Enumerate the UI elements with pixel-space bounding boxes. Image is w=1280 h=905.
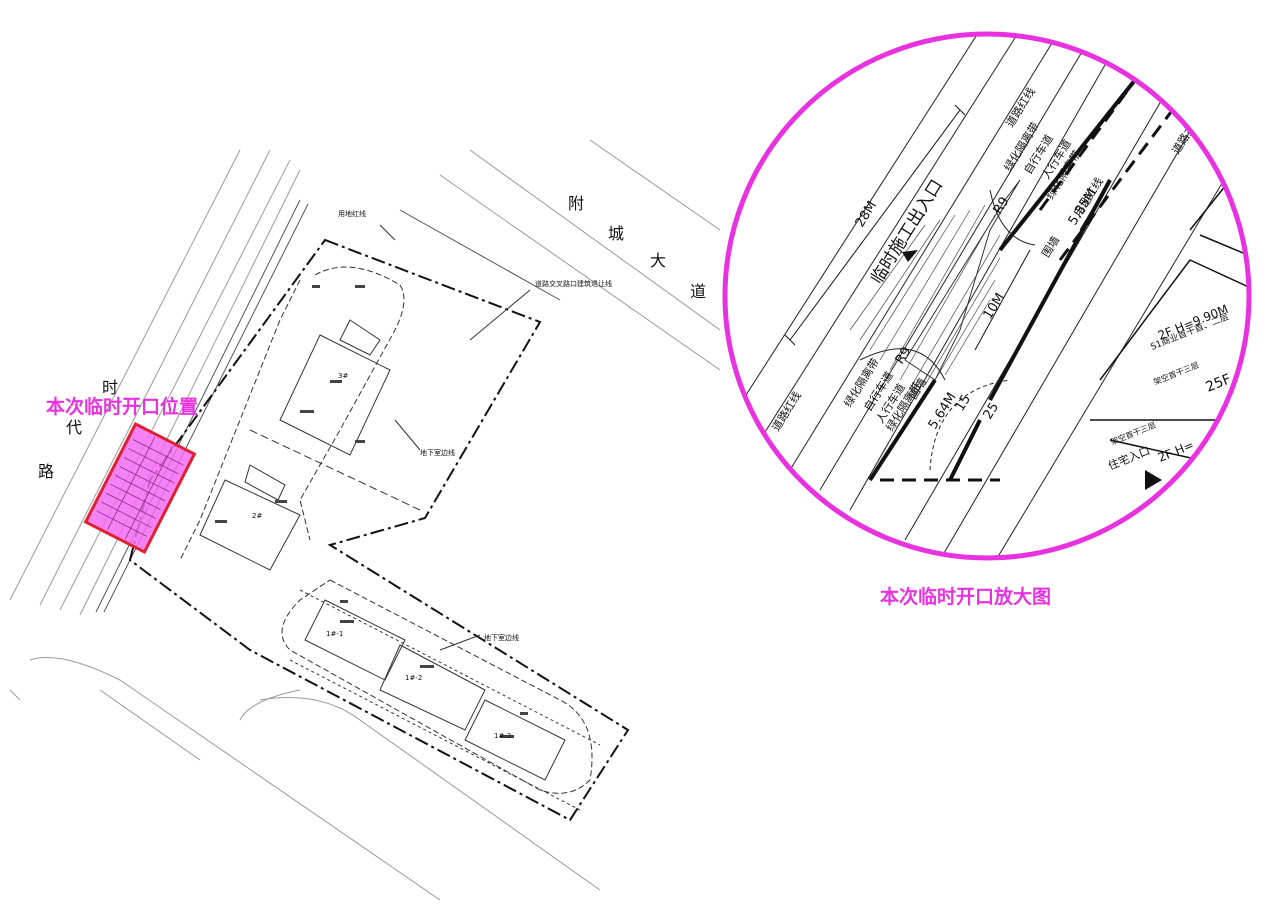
road-fucheng-char-2: 城 — [608, 224, 625, 243]
basement-line-label-2: 地下室边线 — [484, 633, 519, 642]
zoom-circle-border — [722, 31, 1252, 561]
site-plan-drawing: 用地红线 道路交叉路口建筑退让线 地下室边线 地下室边线 3# 2# 1#-1 … — [9, 139, 720, 901]
road-shidai-char-3: 路 — [38, 462, 55, 481]
land-redline-label: 用地红线 — [338, 209, 366, 218]
opening-position-label: 本次临时开口位置 — [46, 396, 199, 418]
road-fucheng-char-3: 大 — [650, 251, 667, 270]
road-shidai-char-1: 时 — [102, 378, 119, 397]
opening-highlight — [83, 421, 197, 555]
dim-15-label: 15 — [953, 392, 974, 414]
building-1-2-label: 1#-2 — [405, 674, 422, 682]
building-3-label: 3# — [338, 372, 348, 380]
road-shidai-char-2: 代 — [66, 418, 83, 437]
dim-25-label: 25 — [981, 400, 1002, 422]
building-1-3-label: 1#-3 — [494, 732, 511, 740]
zoom-caption-label: 本次临时开口放大图 — [880, 586, 1052, 608]
building-2-label: 2# — [252, 512, 262, 520]
road-fucheng-char-1: 附 — [568, 194, 585, 213]
building-1-1-label: 1#-1 — [326, 630, 343, 638]
intersection-setback-label: 道路交叉路口建筑退让线 — [535, 279, 612, 288]
basement-line-label-1: 地下室边线 — [420, 448, 455, 457]
road-fucheng-char-4: 道 — [690, 282, 707, 301]
